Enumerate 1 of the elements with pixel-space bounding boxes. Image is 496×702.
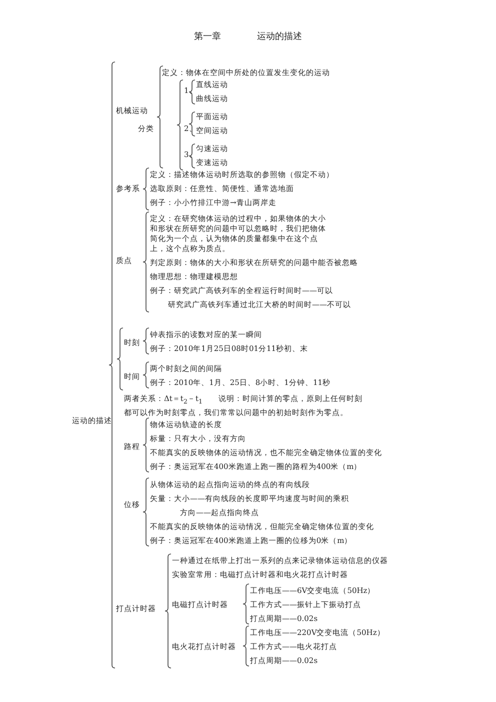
chapter-title: 第一章 运动的描述 [193,30,303,43]
